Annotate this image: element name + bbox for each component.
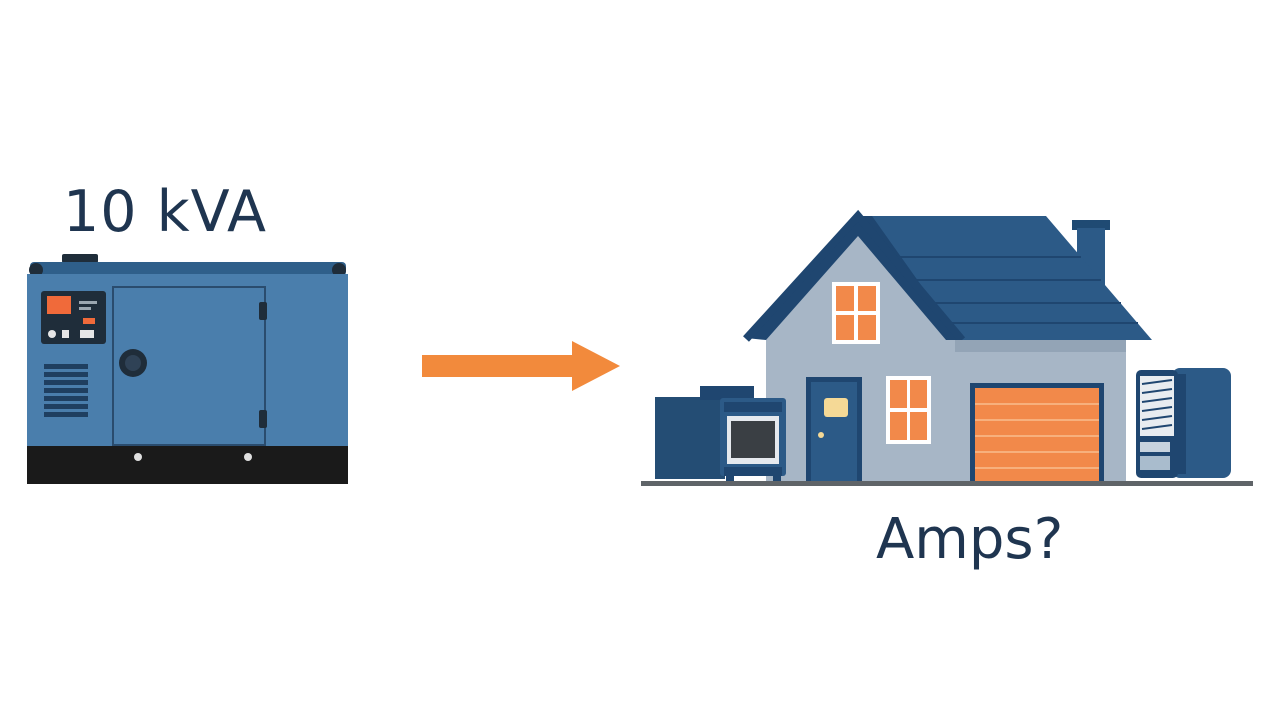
control-display (47, 296, 71, 314)
upper-window (832, 282, 880, 344)
vent-grille (44, 364, 88, 417)
garage-door (970, 383, 1104, 481)
appliances-icon (655, 386, 786, 482)
generator-door (112, 286, 266, 446)
hvac-unit-icon (1136, 368, 1231, 478)
arrow-right-icon (422, 341, 620, 391)
amps-question-label: Amps? (876, 507, 1064, 572)
house-icon (743, 209, 1152, 481)
generator-rating-label: 10 kVA (63, 179, 267, 245)
ground-line (641, 481, 1253, 486)
generator-base (27, 446, 348, 484)
diesel-generator-icon (27, 254, 348, 484)
front-door (806, 377, 862, 481)
lower-window (886, 376, 931, 444)
